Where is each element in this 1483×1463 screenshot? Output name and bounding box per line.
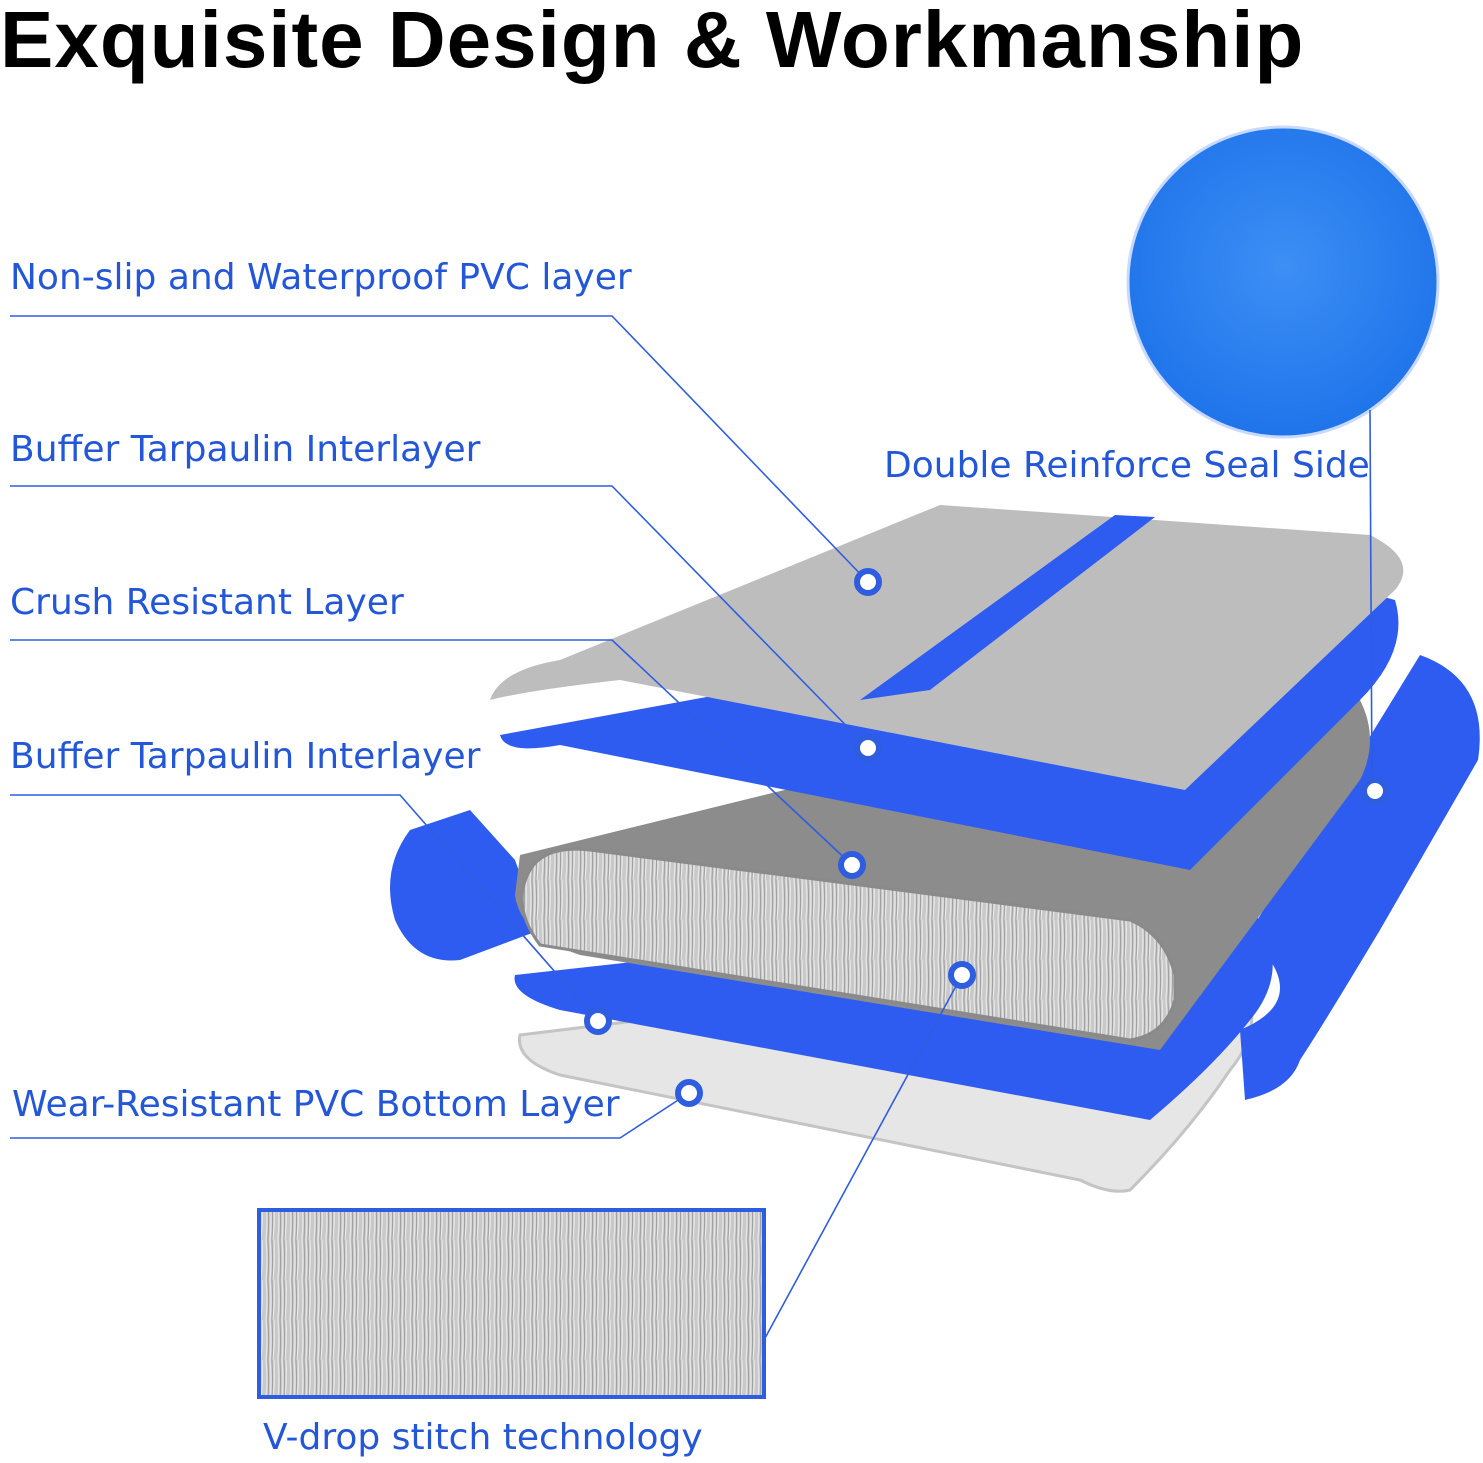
seal-side-layer (1240, 655, 1480, 1100)
label-bottom-pvc: Wear-Resistant PVC Bottom Layer (12, 1084, 620, 1125)
dot-stitch (948, 961, 976, 989)
label-buffer-upper: Buffer Tarpaulin Interlayer (10, 429, 481, 470)
leader-buffer-lower (10, 794, 599, 1022)
left-buffer-roll (390, 810, 540, 961)
leader-top-pvc (10, 315, 869, 583)
seal-side-swatch (1126, 125, 1440, 439)
leader-crush (10, 639, 853, 866)
dot-buffer-lower (584, 1007, 612, 1035)
leader-stitch (763, 974, 963, 1341)
dot-buffer-upper (854, 734, 882, 762)
label-stitch: V-drop stitch technology (263, 1417, 703, 1458)
stitch-inset (257, 1208, 766, 1399)
leader-bottom-pvc (10, 1092, 690, 1139)
page-title: Exquisite Design & Workmanship (0, 0, 1305, 84)
label-crush: Crush Resistant Layer (10, 582, 404, 623)
dot-crush (838, 851, 866, 879)
dot-seal-side (1361, 777, 1389, 805)
label-seal-side: Double Reinforce Seal Side (884, 445, 1370, 486)
dot-top-pvc (854, 568, 882, 596)
core-fiber-side (520, 847, 1177, 1042)
leader-seal-side (1369, 409, 1373, 791)
top-stripe (860, 515, 1155, 700)
dot-bottom-pvc (675, 1079, 703, 1107)
label-top-pvc: Non-slip and Waterproof PVC layer (10, 257, 632, 298)
leader-buffer-upper (10, 485, 869, 749)
label-buffer-lower: Buffer Tarpaulin Interlayer (10, 736, 481, 777)
